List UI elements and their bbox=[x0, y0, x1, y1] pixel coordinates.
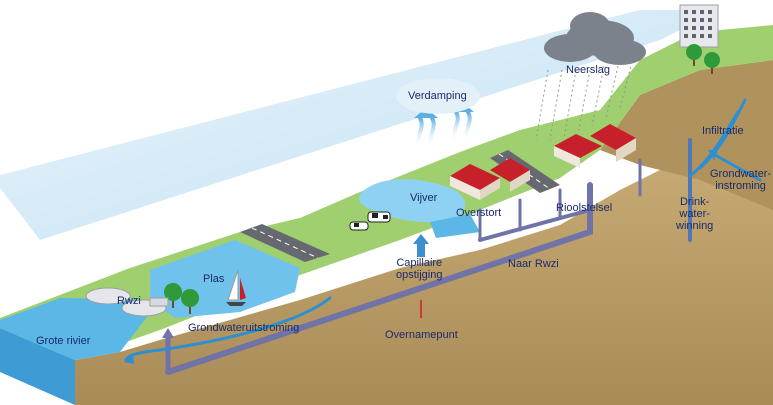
cloud-icon bbox=[544, 12, 646, 65]
label-rioolstelsel: Rioolstelsel bbox=[556, 202, 613, 214]
river-face bbox=[0, 328, 75, 405]
sailboat-icon bbox=[226, 269, 246, 306]
label-plas: Plas bbox=[203, 273, 225, 285]
capillary-rise-arrow bbox=[413, 234, 429, 257]
building-icon bbox=[679, 4, 719, 48]
house-icon bbox=[450, 124, 636, 200]
river-water bbox=[0, 298, 160, 360]
pond-water bbox=[358, 179, 465, 223]
label-grondwateruitstroming: Grondwateruitstroming bbox=[188, 322, 300, 334]
treatment-plant-icon bbox=[85, 287, 169, 317]
sewer-pipes bbox=[165, 138, 692, 375]
label-grondwaterinstroming: Grondwater- instroming bbox=[710, 168, 772, 192]
evaporation-arrows bbox=[416, 110, 472, 150]
sky-band bbox=[0, 10, 700, 240]
sewer-arrow-up bbox=[162, 328, 174, 338]
groundwater-flow-arrows bbox=[124, 98, 762, 362]
label-grote-rivier: Grote rivier bbox=[36, 335, 91, 347]
label-overstort: Overstort bbox=[456, 207, 502, 219]
label-rwzi: Rwzi bbox=[117, 295, 141, 307]
tree-icon bbox=[164, 44, 720, 314]
label-vijver: Vijver bbox=[410, 192, 438, 204]
label-capillaire-opstijging: Capillaire opstijging bbox=[396, 257, 443, 281]
cow-icon bbox=[349, 211, 391, 231]
label-naar-rwzi: Naar Rwzi bbox=[508, 258, 559, 270]
label-verdamping: Verdamping bbox=[408, 90, 467, 102]
rain-icon bbox=[535, 61, 633, 141]
label-overnamepunt: Overnamepunt bbox=[385, 329, 458, 341]
label-drinkwaterwinning: Drink- water- winning bbox=[676, 196, 714, 232]
label-infiltratie: Infiltratie bbox=[702, 125, 744, 137]
label-neerslag: Neerslag bbox=[566, 64, 611, 76]
soil-hill-face bbox=[600, 60, 773, 210]
vapor-cloud bbox=[396, 78, 480, 114]
